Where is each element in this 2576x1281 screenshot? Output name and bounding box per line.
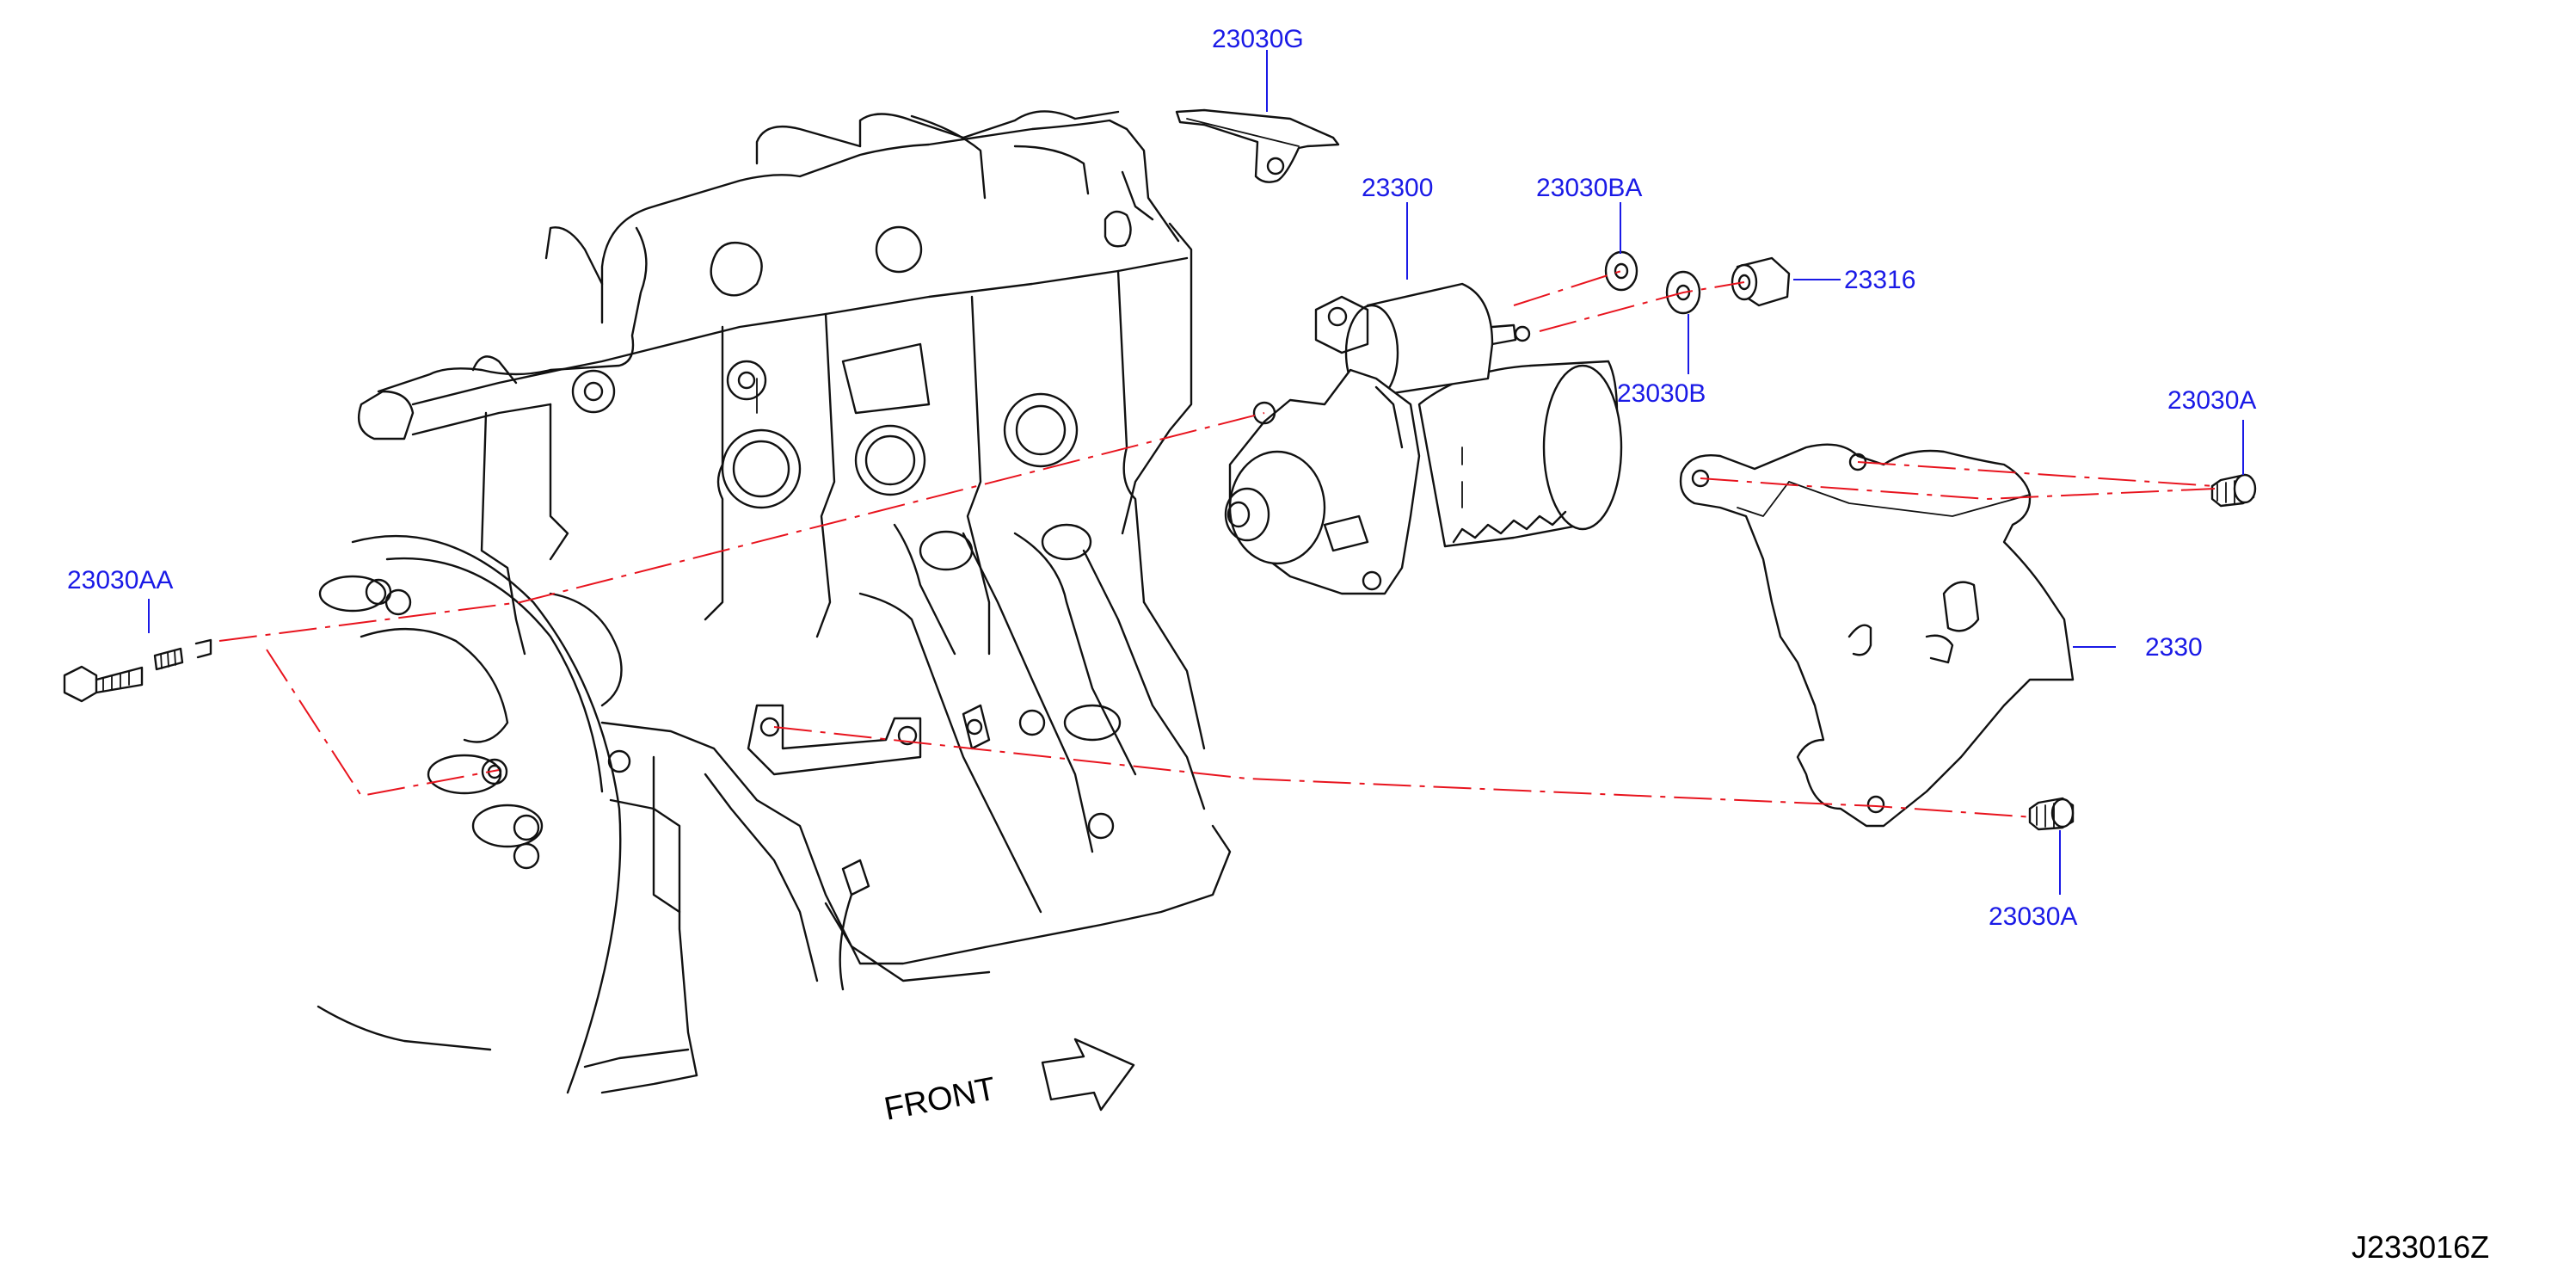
part-label-23030b[interactable]: 23030B [1617, 379, 1706, 408]
starter-motor [1224, 282, 1623, 595]
bolt-23030a-top [2210, 473, 2257, 508]
front-arrow-icon [1041, 1038, 1135, 1112]
part-label-23316[interactable]: 23316 [1844, 266, 1915, 294]
bolt-23030a-bottom [2028, 797, 2075, 831]
assembly-lines [218, 270, 2216, 818]
washer-23030ba [1604, 250, 1638, 292]
front-label: FRONT [882, 1071, 999, 1128]
engine-block [317, 110, 1232, 1094]
part-label-23030ba[interactable]: 23030BA [1536, 174, 1642, 202]
nut-23316 [1731, 256, 1791, 307]
leader-lines [148, 50, 2244, 895]
bolt-23030aa [63, 638, 212, 703]
part-label-23300[interactable]: 23300 [1362, 174, 1433, 202]
part-label-23030a-top[interactable]: 23030A [2167, 386, 2256, 415]
part-label-23030aa[interactable]: 23030AA [67, 566, 173, 594]
bracket-23030g [1175, 108, 1340, 183]
diagram-code: J233016Z [2352, 1229, 2489, 1265]
heat-shield [1679, 443, 2075, 828]
part-label-23030g[interactable]: 23030G [1212, 25, 1304, 53]
part-label-23030a-bottom[interactable]: 23030A [1989, 902, 2077, 931]
part-label-2330[interactable]: 2330 [2145, 633, 2203, 662]
